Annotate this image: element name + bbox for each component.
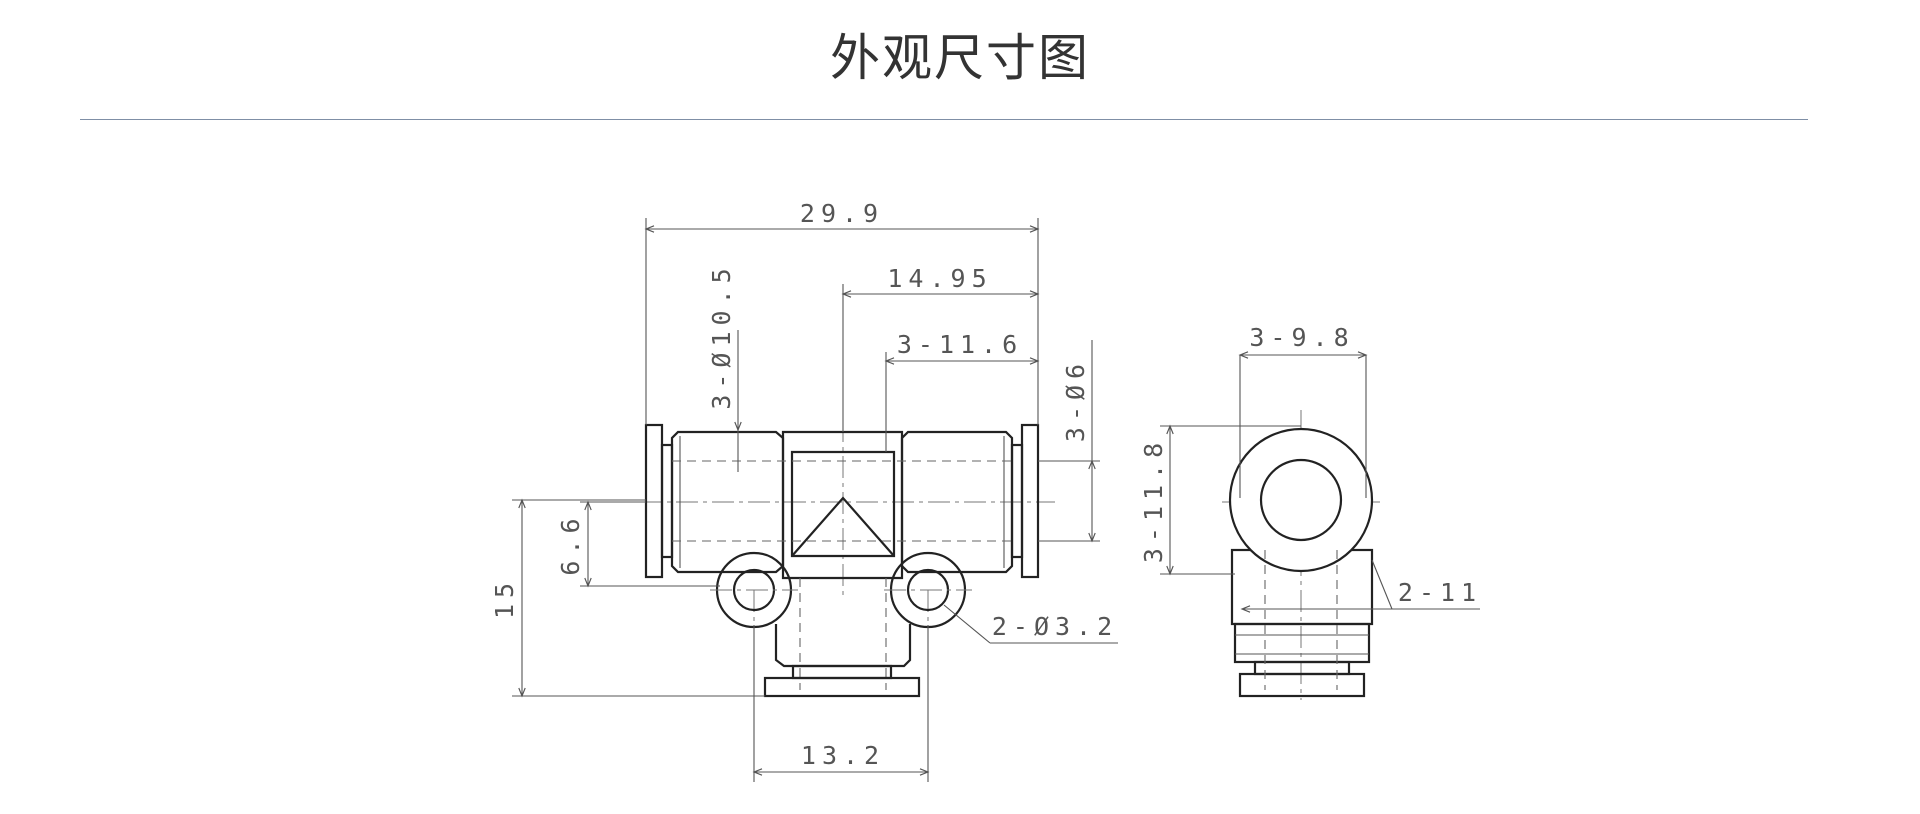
dim-offset-small: 6.6 [556, 512, 585, 575]
dim-side-height: 3-11.8 [1139, 437, 1168, 563]
dim-height: 15 [490, 577, 519, 619]
dim-port-length: 3-11.6 [897, 330, 1023, 359]
dim-side-width: 3-9.8 [1249, 323, 1354, 352]
side-view-dimensions: 3-9.8 3-11.8 2-11 [1139, 323, 1482, 613]
dim-mounting-holes: 2-Ø3.2 [992, 612, 1118, 641]
dim-outer-diameter: 3-Ø10.5 [707, 262, 736, 409]
title-divider [80, 119, 1808, 120]
page-title: 外观尺寸图 [830, 29, 1090, 87]
dim-hole-spacing: 13.2 [801, 741, 885, 770]
front-view [640, 420, 1055, 700]
side-view [1222, 410, 1380, 700]
dim-half-width: 14.95 [887, 264, 992, 293]
dim-body-depth: 2-11 [1398, 578, 1482, 607]
dim-overall-width: 29.9 [800, 199, 884, 228]
front-view-dimensions: 29.9 14.95 3-11.6 3-Ø10.5 3-Ø6 6.6 15 2-… [490, 199, 1118, 782]
dim-tube-diameter: 3-Ø6 [1061, 358, 1090, 442]
